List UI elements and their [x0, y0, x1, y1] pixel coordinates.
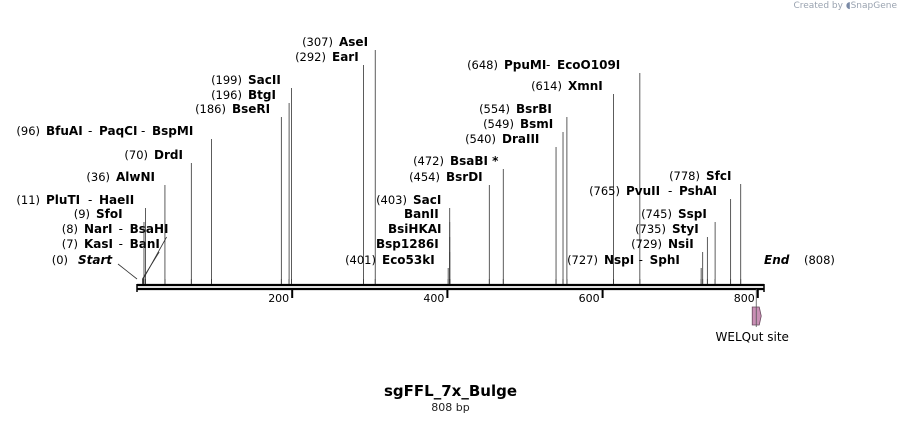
site-name-nari: NarI — [84, 222, 113, 236]
name-separator: - — [119, 237, 123, 251]
site-name-bsp1286i: Bsp1286I — [376, 237, 439, 251]
site-position: (472) — [413, 154, 444, 168]
site-name-nsii: NsiI — [668, 237, 694, 251]
snapgene-logo-icon: ◖ — [845, 1, 851, 11]
start-position: (0) — [52, 253, 68, 267]
site-name-sfci: SfcI — [706, 169, 731, 183]
site-position: (727) — [567, 253, 598, 267]
site-position: (199) — [211, 73, 242, 87]
site-name-ecoo109i: EcoO109I — [557, 58, 620, 72]
site-name-pvuii: PvuII — [626, 184, 660, 198]
site-position: (8) — [62, 222, 78, 236]
site-position: (70) — [124, 148, 148, 162]
ruler-tick-label: 200 — [268, 292, 289, 305]
site-name-bseri: BseRI — [232, 102, 270, 116]
site-name-sacii: SacII — [248, 73, 281, 87]
snapgene-credit: Created by ◖SnapGene — [793, 1, 897, 11]
site-position: (549) — [483, 117, 514, 131]
name-separator: - — [119, 222, 123, 236]
site-position: (778) — [669, 169, 700, 183]
name-separator: - — [88, 124, 92, 138]
credit-text: Created by — [793, 1, 843, 11]
site-name-pshai: PshAI — [679, 184, 717, 198]
name-separator: - — [88, 193, 92, 207]
site-name-alwni: AlwNI — [116, 170, 155, 184]
site-position: (36) — [86, 170, 110, 184]
credit-brand: SnapGene — [850, 1, 897, 11]
site-name-sfoi: SfoI — [96, 207, 123, 221]
site-name-bsrdi: BsrDI — [446, 170, 483, 184]
site-name-ppumi: PpuMI — [504, 58, 546, 72]
site-name-eco53ki: Eco53kI — [382, 253, 435, 267]
site-name-sphi: SphI — [650, 253, 680, 267]
ruler-tick-label: 600 — [579, 292, 600, 305]
site-name-xmni: XmnI — [568, 79, 603, 93]
site-name-btgi: BtgI — [248, 88, 276, 102]
site-name-pluti: PluTI — [46, 193, 80, 207]
site-name-draiii: DraIII — [502, 132, 539, 146]
site-position: (745) — [641, 207, 672, 221]
site-name-bsabi: BsaBI * — [450, 154, 499, 168]
ruler-tick-label: 400 — [423, 292, 444, 305]
site-name-nspi: NspI — [604, 253, 634, 267]
site-name-bspmi: BspMI — [152, 124, 193, 138]
site-name-asei: AseI — [339, 35, 368, 49]
construct-name: sgFFL_7x_Bulge — [384, 382, 517, 400]
site-position: (554) — [479, 102, 510, 116]
site-position: (648) — [467, 58, 498, 72]
site-position: (9) — [74, 207, 90, 221]
welqut-site-arrow — [751, 306, 762, 326]
ruler-tick-label: 800 — [734, 292, 755, 305]
site-connector — [142, 236, 167, 280]
start-label: Start — [78, 253, 113, 267]
site-name-banii: BanII — [404, 207, 439, 221]
name-separator: - — [668, 184, 672, 198]
site-position: (614) — [531, 79, 562, 93]
site-position: (96) — [16, 124, 40, 138]
end-position: (808) — [804, 253, 835, 267]
name-separator: - — [639, 253, 643, 267]
start-connector — [117, 263, 138, 280]
site-position: (540) — [465, 132, 496, 146]
site-name-bfuai: BfuAI — [46, 124, 83, 138]
site-name-eari: EarI — [332, 50, 359, 64]
site-position: (735) — [635, 222, 666, 236]
feature-label: WELQut site — [716, 330, 789, 344]
name-separator: - — [141, 124, 145, 138]
site-position: (765) — [589, 184, 620, 198]
site-name-bsrbi: BsrBI — [516, 102, 552, 116]
site-position: (7) — [62, 237, 78, 251]
site-name-bani: BanI — [130, 237, 160, 251]
construct-length: 808 bp — [431, 401, 470, 414]
site-name-paqci: PaqCI — [99, 124, 137, 138]
site-name-bsahi: BsaHI — [130, 222, 169, 236]
site-name-bsihkai: BsiHKAI — [388, 222, 442, 236]
site-name-kasi: KasI — [84, 237, 113, 251]
site-position: (11) — [16, 193, 40, 207]
site-position: (196) — [211, 88, 242, 102]
end-label: End — [764, 253, 790, 267]
site-name-haeii: HaeII — [99, 193, 134, 207]
site-name-saci: SacI — [413, 193, 441, 207]
site-position: (292) — [295, 50, 326, 64]
name-separator: - — [546, 58, 550, 72]
site-position: (401) — [345, 253, 376, 267]
site-position: (186) — [195, 102, 226, 116]
site-name-styi: StyI — [672, 222, 699, 236]
site-name-bsmi: BsmI — [520, 117, 553, 131]
site-position: (454) — [409, 170, 440, 184]
site-name-sspi: SspI — [678, 207, 707, 221]
site-name-drdi: DrdI — [154, 148, 183, 162]
site-position: (403) — [376, 193, 407, 207]
site-position: (729) — [631, 237, 662, 251]
site-position: (307) — [302, 35, 333, 49]
